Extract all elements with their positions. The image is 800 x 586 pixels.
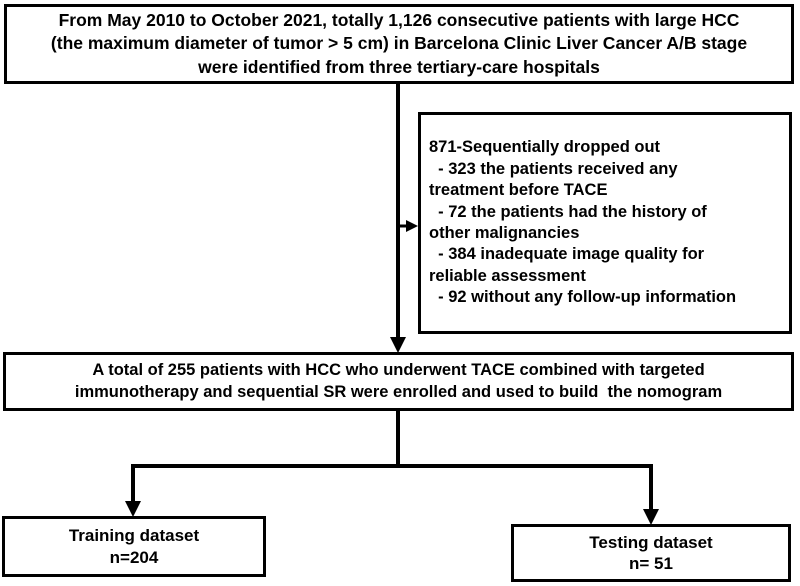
exclusion-line-3: treatment before TACE bbox=[429, 181, 608, 200]
testing-dataset-count: n= 51 bbox=[629, 554, 673, 573]
connector-testing-arrowhead bbox=[643, 509, 659, 525]
exclusion-line-5: other malignancies bbox=[429, 224, 580, 242]
training-dataset-box: Training dataset n=204 bbox=[2, 516, 266, 577]
source-cohort-line-1: From May 2010 to October 2021, totally 1… bbox=[58, 9, 740, 30]
training-dataset-label: Training dataset bbox=[68, 526, 200, 546]
testing-dataset-label: Testing dataset bbox=[589, 532, 713, 552]
exclusion-line-7: reliable assessment bbox=[429, 266, 586, 285]
source-cohort-line-2: (the maximum diameter of tumor > 5 cm) i… bbox=[50, 33, 748, 54]
exclusion-line-4: - 72 the patients had the history of bbox=[429, 202, 707, 221]
connector-training-arrowhead bbox=[125, 501, 141, 517]
enrolled-cohort-box: A total of 255 patients with HCC who und… bbox=[3, 352, 794, 411]
training-dataset-count: n=204 bbox=[109, 547, 159, 567]
source-cohort-line-3: were identified from three tertiary-care… bbox=[198, 56, 600, 77]
exclusion-line-8: - 92 without any follow-up information bbox=[429, 288, 737, 307]
enrolled-line-1: A total of 255 patients with HCC who und… bbox=[92, 361, 705, 380]
exclusion-line-6: - 384 inadequate image quality for bbox=[429, 245, 705, 264]
enrolled-line-2: immunotherapy and sequential SR were enr… bbox=[74, 382, 723, 401]
exclusion-line-1: 871-Sequentially dropped out bbox=[429, 138, 661, 157]
excluded-patients-box: 871-Sequentially dropped out - 323 the p… bbox=[418, 112, 792, 334]
connector-cohort-to-enrolled-arrowhead bbox=[390, 337, 406, 353]
exclusion-line-2: - 323 the patients received any bbox=[429, 159, 678, 178]
testing-dataset-box: Testing dataset n= 51 bbox=[511, 524, 791, 582]
connector-to-exclusions-arrowhead bbox=[406, 220, 418, 232]
source-cohort-box: From May 2010 to October 2021, totally 1… bbox=[4, 4, 794, 84]
